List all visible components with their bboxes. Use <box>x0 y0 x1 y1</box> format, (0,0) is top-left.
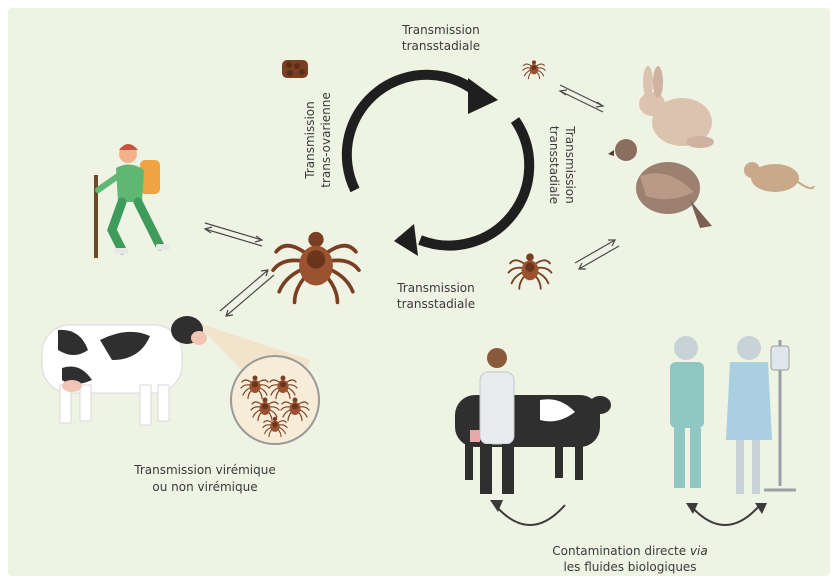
label-left-1: Transmission <box>303 101 317 180</box>
cow-caption-1: Transmission virémique <box>133 463 275 477</box>
contact-caption-2: les fluides biologiques <box>563 560 696 574</box>
label-right-2: transstadiale <box>547 126 561 204</box>
label-top-2: transstadiale <box>402 39 480 53</box>
label-right-1: Transmission <box>563 125 577 204</box>
egg-mass-icon <box>282 60 308 78</box>
cow-caption-2: ou non virémique <box>152 480 257 494</box>
label-bottom-1: Transmission <box>396 281 475 295</box>
label-bottom-2: transstadiale <box>397 297 475 311</box>
magnifier-icon <box>231 356 319 444</box>
label-left-2: trans-ovarienne <box>319 92 333 187</box>
contact-caption-1: Contamination directe via <box>552 544 707 558</box>
label-top-1: Transmission <box>401 23 480 37</box>
